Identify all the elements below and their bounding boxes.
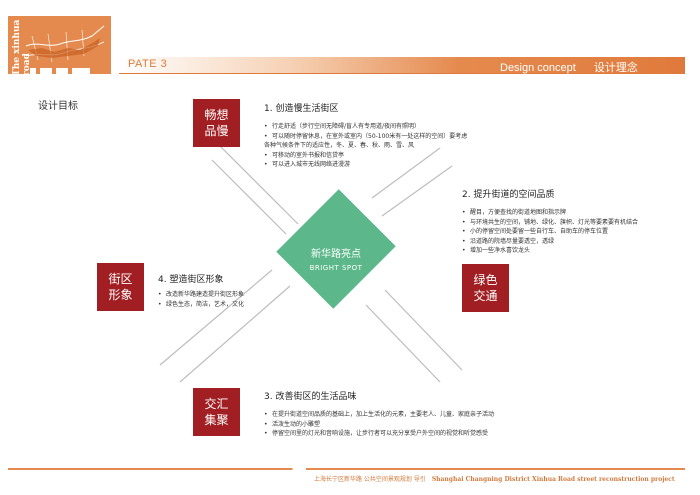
list-item: 行走舒适（步行空间无障碍/盲人有专用道/夜间有照明） [264,122,467,132]
header-divider [119,73,685,74]
page-title: 设计目标 [38,101,78,112]
list-item: 可移动的室外书报和信贷亭 [264,151,467,161]
list-item: 活泼生动的小雕塑 [264,420,494,430]
list-item: 改造新华路建造提升街区形象 [158,290,244,300]
list-item: 绿色生态，简洁，艺术，文化 [158,300,244,310]
header-bar [119,57,685,74]
section-title-cn: 设计理念 [593,62,638,74]
logo-base-icon [30,66,90,74]
goal-list-1: 行走舒适（步行空间无障碍/盲人有专用道/夜间有照明） 可以随时停留休息，在室外或… [264,122,467,170]
road-line-nw-1 [211,137,299,225]
road-line-se-1 [384,289,463,371]
concept-bottom: 交汇 集聚 [193,388,240,436]
header-section: Design concept 设计理念 [500,59,638,75]
footer-cn: 上海长宁区新华路 公共空间景观规划 导引 [314,476,426,483]
goal-block-3: 3. 改善街区的生活品味 在提升街道空间品质的基础上，加上生活化的元素，主要老人… [264,389,494,439]
goal-list-2: 醒目，方便查找的街道地图和指示牌 与环境共生的空间，铺地、绿化、旗帜、灯光等要素… [462,208,638,256]
goal-list-3: 在提升街道空间品质的基础上，加上生活化的元素，主要老人、儿童、家庭亲子活动 活泼… [264,410,494,439]
section-title-en: Design concept [500,62,576,74]
goal-title-3: 3. 改善街区的生活品味 [264,392,357,402]
road-line-se-2 [365,304,441,383]
list-item: 小的停留空间处要留一些自行车、自助车的停车位置 [462,227,638,237]
bright-spot-en: BRIGHT SPOT [309,264,363,272]
list-item: 停留空间里的灯光和音响设施，让步行者可以充分享受户外空间的视觉和听觉感受 [264,429,494,439]
list-item: 各种气候条件下的适应性，冬、夏、春、秋、雨、雪、风 [264,142,415,149]
list-item: 醒目，方便查找的街道地图和指示牌 [462,208,638,218]
concept-left: 街区 形象 [97,263,144,311]
list-item: 可以进入城市无线网络进漫游 [264,160,467,170]
concept-right: 绿色 交通 [462,264,509,312]
road-line-ne-2 [381,165,453,217]
goal-block-2: 2. 提升街道的空间品质 醒目，方便查找的街道地图和指示牌 与环境共生的空间，铺… [462,187,638,256]
list-item: 沿道路的院墙尽量要透空，透绿 [462,237,638,247]
goal-title-1: 1. 创造慢生活街区 [264,104,339,114]
bright-spot-label: 新华路亮点 BRIGHT SPOT [296,248,376,274]
list-item: 与环境共生的空间，铺地、绿化、旗帜、灯光等要素要有机结合 [462,218,638,228]
goal-list-4: 改造新华路建造提升街区形象 绿色生态，简洁，艺术，文化 [158,290,244,309]
footer: 上海长宁区新华路 公共空间景观规划 导引 Shanghai Changning D… [314,474,675,483]
road-line-nw-2 [211,159,287,235]
list-item: 可以随时停留休息，在室外或室内（50-100米有一处这样的空间）要考虑 [264,132,467,142]
goal-block-4: 4. 塑造街区形象 改造新华路建造提升街区形象 绿色生态，简洁，艺术，文化 [158,272,244,309]
goal-title-4: 4. 塑造街区形象 [158,275,224,285]
goal-block-1: 1. 创造慢生活街区 行走舒适（步行空间无障碍/盲人有专用道/夜间有照明） 可以… [264,101,467,170]
road-line-sw-1 [159,269,273,366]
goal-title-2: 2. 提升街道的空间品质 [462,190,555,200]
list-item: 增加一些净水喜饮龙头 [462,246,638,256]
list-item: 在提升街道空间品质的基础上，加上生活化的元素，主要老人、儿童、家庭亲子活动 [264,410,494,420]
page-label: PATE 3 [128,58,168,70]
road-line-sw-2 [179,285,291,383]
map-icon [25,25,105,63]
footer-divider [8,468,685,470]
footer-en: Shanghai Changning District Xinhua Road … [431,476,675,483]
logo: The xinhua road [8,16,111,74]
bright-spot-cn: 新华路亮点 [311,249,361,260]
concept-top: 畅想 品慢 [193,99,240,147]
